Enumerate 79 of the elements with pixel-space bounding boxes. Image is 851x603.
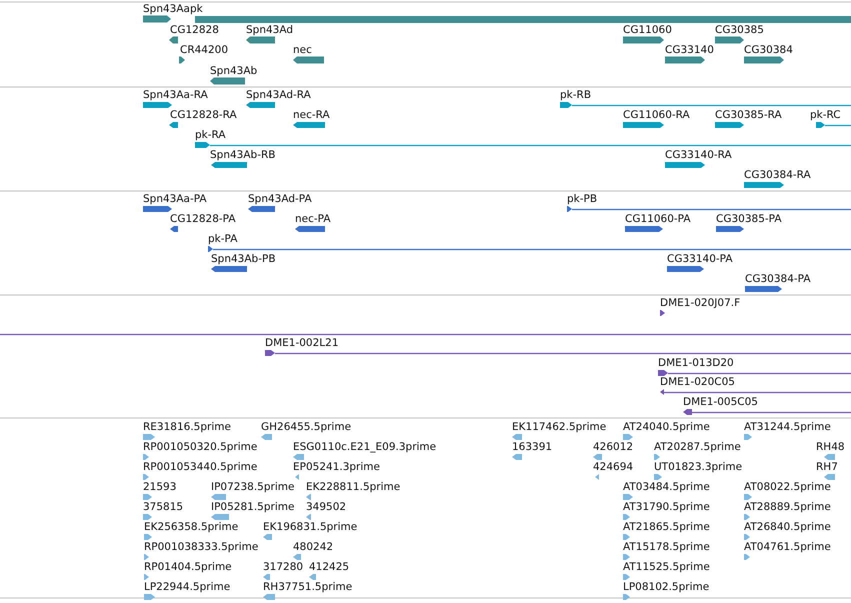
feature-label: DME1-002L21 xyxy=(265,337,338,350)
feature-label: EK117462.5prime xyxy=(512,421,606,434)
feature-label: Spn43Ab-RB xyxy=(210,149,276,162)
feature-label: IP05281.5prime xyxy=(211,501,294,514)
feature-label: DME1-005C05 xyxy=(683,396,758,409)
feature-label: 163391 xyxy=(512,441,552,454)
feature-label: Spn43Aa-RA xyxy=(143,89,208,102)
feature-label: pk-RB xyxy=(560,89,592,102)
feature-label: CG33140 xyxy=(665,44,714,57)
feature-label: UT01823.3prime xyxy=(654,461,742,474)
feature-label: CG33140-PA xyxy=(667,253,733,266)
feature-label: 480242 xyxy=(293,541,334,554)
feature-label: AT26840.5prime xyxy=(744,521,831,534)
feature-label: LP08102.5prime xyxy=(623,581,710,594)
feature-label: CG11060 xyxy=(623,24,672,37)
feature-label: Spn43Ad-PA xyxy=(248,193,312,206)
feature-label: AT21865.5prime xyxy=(623,521,710,534)
feature-label: pk-PB xyxy=(567,193,598,206)
feature-label: GH26455.5prime xyxy=(261,421,352,434)
feature-label: Spn43Ad xyxy=(246,24,294,37)
feature-label: CG11060-RA xyxy=(623,109,690,122)
feature-label: EK196831.5prime xyxy=(263,521,358,534)
feature-label: RP001053440.5prime xyxy=(143,461,258,474)
feature-label: AT04761.5prime xyxy=(744,541,831,554)
feature-label: Spn43Ab-PB xyxy=(211,253,276,266)
feature-label: 424694 xyxy=(593,461,634,474)
feature-label: AT11525.5prime xyxy=(623,561,710,574)
feature-label: 375815 xyxy=(143,501,184,514)
feature-label: AT08022.5prime xyxy=(744,481,831,494)
feature-label: CR44200 xyxy=(180,44,228,57)
feature-label: 21593 xyxy=(143,481,176,494)
feature-label: RH7 xyxy=(816,461,838,474)
feature-label: 317280 xyxy=(263,561,304,574)
feature-label: CG12828-PA xyxy=(170,213,236,226)
feature-label: AT15178.5prime xyxy=(623,541,710,554)
feature-label: Spn43Ab xyxy=(210,65,258,78)
feature-label: 412425 xyxy=(309,561,350,574)
feature-label: pk-RC xyxy=(810,109,841,122)
feature-label: RP01404.5prime xyxy=(144,561,232,574)
feature-label: AT24040.5prime xyxy=(623,421,710,434)
feature-label: CG33140-RA xyxy=(665,149,732,162)
feature-label: DME1-013D20 xyxy=(658,357,734,370)
feature-label: RP001038333.5prime xyxy=(144,541,258,554)
feature-label: RH37751.5prime xyxy=(263,581,352,594)
feature-label: RP001050320.5prime xyxy=(143,441,258,454)
feature-label: CG30384 xyxy=(744,44,793,57)
feature-label: AT20287.5prime xyxy=(654,441,741,454)
feature-label: Spn43Aa-PA xyxy=(143,193,207,206)
feature-label: pk-RA xyxy=(195,129,226,142)
feature-label: ESG0110c.E21_E09.3prime xyxy=(293,441,436,454)
feature-label: CG12828-RA xyxy=(170,109,237,122)
feature-label: AT03484.5prime xyxy=(623,481,710,494)
feature-label: CG30385-RA xyxy=(715,109,782,122)
feature-label: IP07238.5prime xyxy=(211,481,294,494)
feature-label: CG12828 xyxy=(170,24,219,37)
feature-label: CG30384-PA xyxy=(745,273,811,286)
feature-label: CG30385-PA xyxy=(716,213,782,226)
feature-label: 349502 xyxy=(306,501,346,514)
feature-label: CG11060-PA xyxy=(625,213,691,226)
feature-label: RE31816.5prime xyxy=(143,421,231,434)
feature-label: EK256358.5prime xyxy=(144,521,238,534)
feature-label: EK228811.5prime xyxy=(306,481,400,494)
feature-label: Spn43Aapk xyxy=(143,3,203,16)
feature-label: CG30384-RA xyxy=(744,169,811,182)
feature-label: AT31244.5prime xyxy=(744,421,831,434)
feature-label: AT31790.5prime xyxy=(623,501,710,514)
feature-label: Spn43Ad-RA xyxy=(246,89,311,102)
feature-label: DME1-020C05 xyxy=(660,376,735,389)
feature-label: DME1-020J07.F xyxy=(660,297,740,310)
feature-label: EP05241.3prime xyxy=(293,461,380,474)
feature-label: nec-RA xyxy=(293,109,330,122)
feature-label: CG30385 xyxy=(715,24,764,37)
feature-label: nec xyxy=(293,44,312,57)
feature-label: LP22944.5prime xyxy=(144,581,230,594)
feature-label: RH48 xyxy=(816,441,845,454)
feature-label: AT28889.5prime xyxy=(744,501,831,514)
feature-label: 426012 xyxy=(593,441,634,454)
feature-label: nec-PA xyxy=(295,213,331,226)
feature-label: pk-PA xyxy=(208,233,238,246)
